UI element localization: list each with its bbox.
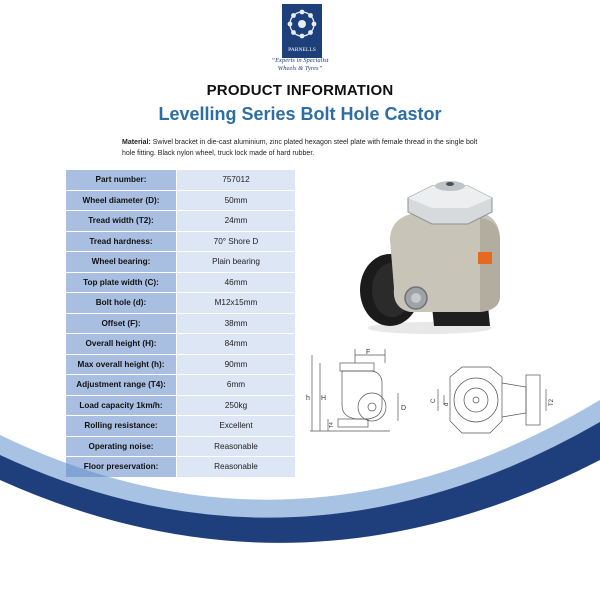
spec-value: Reasonable [176, 456, 296, 478]
top-view-diagram: C d T2 [431, 366, 555, 434]
castor-photo [360, 181, 500, 334]
product-title: Levelling Series Bolt Hole Castor [158, 104, 442, 124]
spec-row: Overall height (H):84mm [65, 333, 296, 355]
spec-row: Rolling resistance:Excellent [65, 415, 296, 437]
material-description: Material: Swivel bracket in die-cast alu… [122, 138, 482, 159]
spec-key: Part number: [65, 169, 177, 191]
side-view-diagram: F H h T4 D [306, 349, 406, 432]
spec-key: Operating noise: [65, 435, 177, 457]
spec-value: 38mm [176, 312, 296, 334]
label-d-upper: D [401, 405, 406, 412]
label-d-lower: d [444, 403, 450, 406]
spec-value: M12x15mm [176, 292, 296, 314]
decorative-swoosh [0, 400, 600, 600]
spec-value: 250kg [176, 394, 296, 416]
spec-row: Adjustment range (T4):6mm [65, 374, 296, 396]
page-title: PRODUCT INFORMATION [206, 82, 394, 99]
spec-key: Load capacity 1km/h: [65, 394, 177, 416]
spec-key: Tread width (T2): [65, 210, 177, 232]
label-h-lower: h [306, 395, 310, 402]
spec-key: Offset (F): [65, 312, 177, 334]
tagline-line-1: “Experts in Specialist [271, 57, 329, 64]
label-h-upper: H [321, 395, 326, 402]
spec-key: Max overall height (h): [65, 353, 177, 375]
spec-value: 757012 [176, 169, 296, 191]
label-t2: T2 [549, 398, 555, 406]
spec-row: Top plate width (C):46mm [65, 271, 296, 293]
spec-row: Part number:757012 [65, 169, 296, 191]
spec-value: 46mm [176, 271, 296, 293]
label-f: F [366, 349, 370, 356]
spec-row: Floor preservation:Reasonable [65, 456, 296, 478]
spec-row: Load capacity 1km/h:250kg [65, 394, 296, 416]
spec-key: Overall height (H): [65, 333, 177, 355]
spec-key: Wheel bearing: [65, 251, 177, 273]
tagline-line-2: Wheels & Tyres” [277, 64, 323, 72]
spec-row: Max overall height (h):90mm [65, 353, 296, 375]
spec-row: Bolt hole (d):M12x15mm [65, 292, 296, 314]
spec-value: 90mm [176, 353, 296, 375]
spec-value: Excellent [176, 415, 296, 437]
spec-key: Top plate width (C): [65, 271, 177, 293]
logo-brand: PARNELLS [288, 47, 316, 53]
spec-value: 50mm [176, 189, 296, 211]
spec-key: Floor preservation: [65, 456, 177, 478]
spec-row: Offset (F):38mm [65, 312, 296, 334]
spec-key: Wheel diameter (D): [65, 189, 177, 211]
spec-key: Bolt hole (d): [65, 292, 177, 314]
label-t4: T4 [329, 422, 335, 428]
label-c: C [431, 398, 437, 403]
spec-row: Tread hardness:70° Shore D [65, 230, 296, 252]
spec-value: Plain bearing [176, 251, 296, 273]
spec-value: 70° Shore D [176, 230, 296, 252]
material-label: Material: [122, 139, 151, 146]
parnells-logo: PARNELLS [282, 4, 322, 58]
material-text: Swivel bracket in die-cast aluminium, zi… [122, 139, 478, 157]
logo-tagline: “Experts in Specialist Wheels & Tyres” [250, 57, 350, 72]
spec-key: Tread hardness: [65, 230, 177, 252]
spec-row: Wheel bearing:Plain bearing [65, 251, 296, 273]
spec-key: Adjustment range (T4): [65, 374, 177, 396]
spec-row: Tread width (T2):24mm [65, 210, 296, 232]
spec-value: 84mm [176, 333, 296, 355]
spec-value: 24mm [176, 210, 296, 232]
spec-row: Wheel diameter (D):50mm [65, 189, 296, 211]
spec-row: Operating noise:Reasonable [65, 435, 296, 457]
